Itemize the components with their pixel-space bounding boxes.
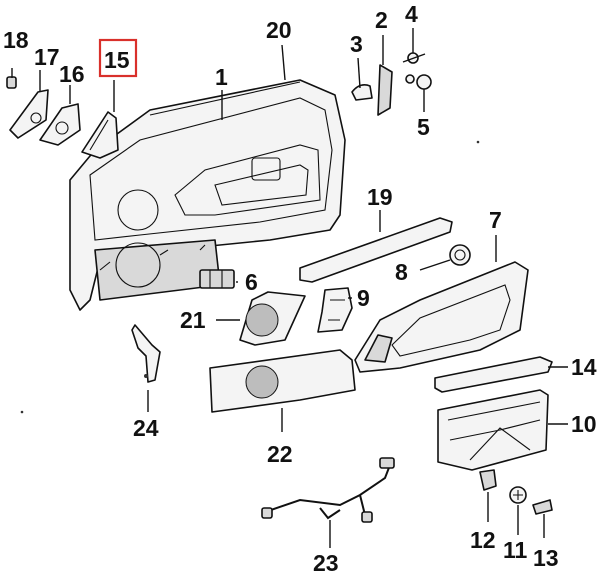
callout-10: 10 <box>571 411 597 437</box>
part-6-switch <box>199 269 235 289</box>
part-4-screws <box>402 52 426 84</box>
part-5-fastener <box>416 74 432 112</box>
part-16-trim <box>39 103 81 146</box>
callout-11: 11 <box>503 537 528 563</box>
callout-2: 2 <box>375 7 388 33</box>
callout-17: 17 <box>34 44 60 70</box>
callout-5: 5 <box>417 114 430 140</box>
part-15-cover <box>81 111 119 159</box>
leader-lines <box>11 28 568 548</box>
callout-15: 15 <box>104 47 130 73</box>
part-18-clip <box>6 76 17 89</box>
part-14-bar <box>434 356 553 393</box>
part-22-lower-panel <box>209 349 356 413</box>
callout-13: 13 <box>533 545 559 571</box>
part-7-armrest-trim <box>354 261 529 373</box>
highlight-box-15 <box>98 38 138 78</box>
part-19-molding <box>299 217 453 283</box>
callout-16: 16 <box>59 61 85 87</box>
callout-9: 9 <box>357 285 370 311</box>
registration-dot <box>20 410 24 414</box>
callout-1: 1 <box>215 64 228 90</box>
part-10-storage-pocket <box>437 389 549 471</box>
callout-18: 18 <box>3 27 29 53</box>
part-21-speaker-trim <box>239 291 306 346</box>
callout-20: 20 <box>266 17 292 43</box>
callout-labels: 18 17 16 15 1 20 3 2 4 5 19 7 8 6 9 21 1… <box>3 1 597 576</box>
part-9-handle-bracket <box>317 287 353 333</box>
callout-14: 14 <box>571 354 597 380</box>
part-12-clip <box>479 469 497 491</box>
callout-7: 7 <box>489 207 502 233</box>
callout-23: 23 <box>313 550 339 576</box>
door-trim-panel <box>69 79 346 311</box>
part-24-bracket <box>131 324 161 383</box>
part-8-knob <box>449 244 471 266</box>
registration-dot <box>476 140 480 144</box>
callout-22: 22 <box>267 441 293 467</box>
callout-8: 8 <box>395 259 408 285</box>
part-17-trim <box>9 89 49 139</box>
callout-12: 12 <box>470 527 496 553</box>
part-3-clip <box>351 84 373 101</box>
part-13-clip <box>532 499 553 515</box>
callout-4: 4 <box>405 1 418 27</box>
callout-24: 24 <box>133 415 159 441</box>
part-2-bracket <box>377 64 393 116</box>
callout-21: 21 <box>180 307 206 333</box>
callout-3: 3 <box>350 31 363 57</box>
part-11-screw <box>509 486 527 504</box>
callout-19: 19 <box>367 184 393 210</box>
part-23-wire-harness <box>261 457 395 523</box>
callout-6: 6 <box>245 269 258 295</box>
